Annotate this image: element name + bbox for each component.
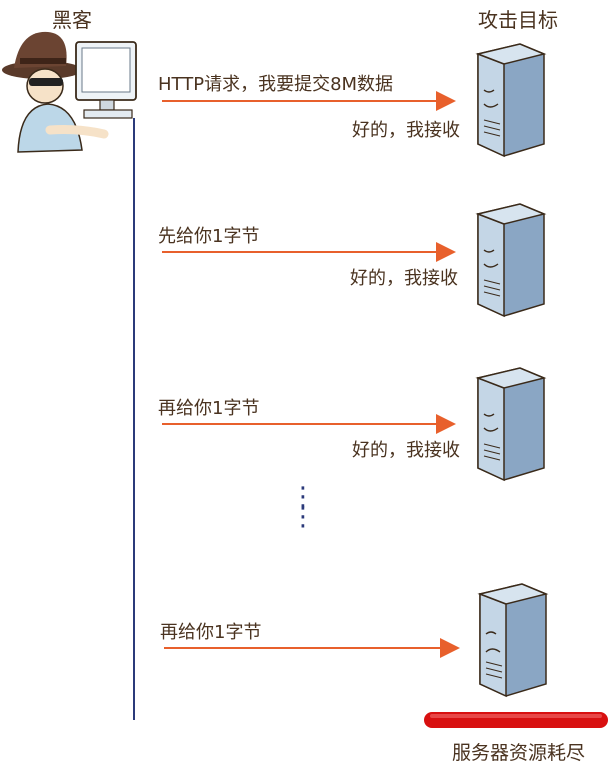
hacker-illustration [2,31,137,153]
target-label: 攻击目标 [478,8,558,32]
request-label-4: 再给你1字节 [160,622,262,643]
server-icon-4-sad [477,583,549,698]
request-label-2: 先给你1字节 [158,226,260,247]
reply-label-2: 好的，我接收 [350,268,458,289]
server-icon-2 [475,203,547,318]
server-icon-1 [475,43,547,158]
request-label-1: HTTP请求，我要提交8M数据 [158,74,394,95]
server-icon-3 [475,367,547,482]
reply-label-1: 好的，我接收 [352,120,460,141]
ellipsis-dots: ⋮ [290,482,316,512]
reply-label-3: 好的，我接收 [352,440,460,461]
request-label-3: 再给你1字节 [158,398,260,419]
hacker-label: 黑客 [52,8,92,32]
ellipsis-dots-2: ⋮ [290,502,316,532]
exhausted-label: 服务器资源耗尽 [452,742,586,764]
